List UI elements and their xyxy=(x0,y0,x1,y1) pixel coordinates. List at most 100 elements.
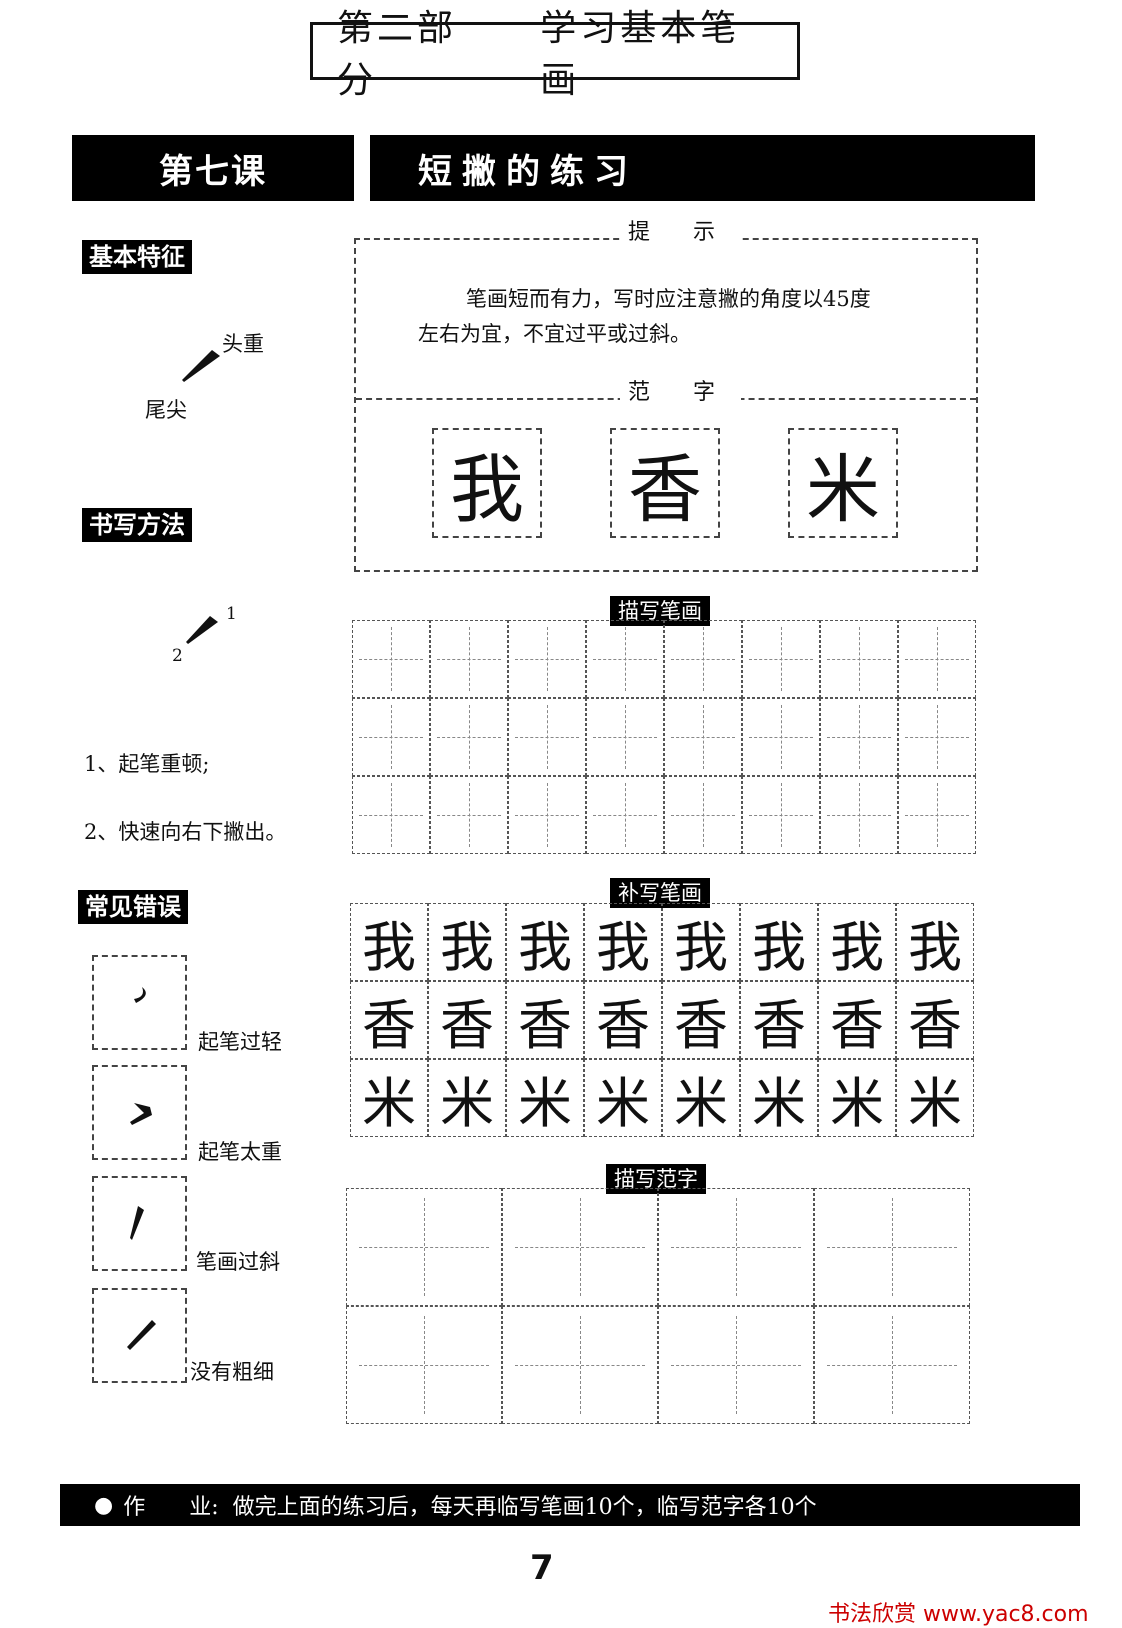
cell-guide-horizontal xyxy=(827,659,891,660)
practice-cell xyxy=(352,620,430,698)
practice-cell: 米 xyxy=(740,1059,818,1137)
practice-char: 米 xyxy=(596,1071,650,1135)
practice-char: 我 xyxy=(908,915,962,979)
practice-cell xyxy=(742,698,820,776)
practice-cell: 香 xyxy=(584,981,662,1059)
sample-label: 范 字 xyxy=(620,374,741,406)
practice-cell xyxy=(346,1188,502,1306)
method-label: 书写方法 xyxy=(82,508,192,542)
error-label-4: 没有粗细 xyxy=(190,1360,274,1384)
practice-cell: 我 xyxy=(350,903,428,981)
step-number-2: 2 xyxy=(172,646,183,666)
cell-guide-horizontal xyxy=(593,737,657,738)
homework-text: 做完上面的练习后，每天再临写笔画10个，临写范字各10个 xyxy=(232,1495,817,1520)
practice-char: 香 xyxy=(596,993,650,1057)
stroke-order-diagram xyxy=(186,616,218,644)
practice-cell: 香 xyxy=(350,981,428,1059)
step-1-text: 1、起笔重顿; xyxy=(84,752,210,776)
practice-cell xyxy=(814,1306,970,1424)
homework-bullet: ● xyxy=(94,1492,114,1518)
practice-cell: 香 xyxy=(506,981,584,1059)
cell-guide-horizontal xyxy=(749,737,813,738)
cell-guide-horizontal xyxy=(515,737,579,738)
practice-char: 我 xyxy=(752,915,806,979)
practice-cell xyxy=(664,776,742,854)
practice-cell xyxy=(742,620,820,698)
practice-cell: 我 xyxy=(818,903,896,981)
practice-cell: 米 xyxy=(584,1059,662,1137)
practice-char: 米 xyxy=(674,1071,728,1135)
practice-cell: 米 xyxy=(350,1059,428,1137)
cell-guide-horizontal xyxy=(515,1247,645,1248)
cell-guide-horizontal xyxy=(827,1365,957,1366)
cell-guide-horizontal xyxy=(437,659,501,660)
error-box-2 xyxy=(92,1065,187,1160)
cell-guide-horizontal xyxy=(749,815,813,816)
cell-guide-horizontal xyxy=(671,1365,801,1366)
cell-guide-horizontal xyxy=(593,815,657,816)
practice-cell xyxy=(658,1188,814,1306)
practice-cell: 米 xyxy=(818,1059,896,1137)
practice-cell xyxy=(502,1188,658,1306)
cell-guide-horizontal xyxy=(359,659,423,660)
practice-cell xyxy=(352,698,430,776)
practice-char: 我 xyxy=(362,915,416,979)
cell-guide-horizontal xyxy=(905,659,969,660)
practice-cell xyxy=(820,698,898,776)
practice-char: 米 xyxy=(440,1071,494,1135)
cell-guide-horizontal xyxy=(359,815,423,816)
practice-cell xyxy=(508,698,586,776)
step-number-1: 1 xyxy=(226,604,237,624)
cell-guide-horizontal xyxy=(905,815,969,816)
practice-cell: 我 xyxy=(662,903,740,981)
cell-guide-horizontal xyxy=(515,659,579,660)
cell-guide-horizontal xyxy=(671,815,735,816)
error-box-1 xyxy=(92,955,187,1050)
short-pie-stroke-diagram xyxy=(182,350,220,382)
lesson-topic: 短撇的练习 xyxy=(370,135,1035,201)
tip-label: 提 示 xyxy=(620,214,741,246)
practice-cell: 我 xyxy=(428,903,506,981)
practice-cell: 香 xyxy=(896,981,974,1059)
practice-char: 米 xyxy=(752,1071,806,1135)
cell-guide-horizontal xyxy=(515,1365,645,1366)
sample-char-3: 米 xyxy=(788,428,898,538)
tip-text-line-2: 左右为宜，不宜过平或过斜。 xyxy=(418,322,691,346)
practice-char: 我 xyxy=(518,915,572,979)
cell-guide-horizontal xyxy=(359,1365,489,1366)
practice-char: 香 xyxy=(830,993,884,1057)
practice-cell xyxy=(820,776,898,854)
practice-cell xyxy=(898,698,976,776)
practice-char: 香 xyxy=(518,993,572,1057)
practice-char: 米 xyxy=(908,1071,962,1135)
practice-cell xyxy=(430,698,508,776)
errors-label: 常见错误 xyxy=(78,890,188,924)
cell-guide-horizontal xyxy=(827,737,891,738)
error-label-2: 起笔太重 xyxy=(198,1140,282,1164)
cell-guide-horizontal xyxy=(437,815,501,816)
practice-char: 香 xyxy=(752,993,806,1057)
practice-cell: 我 xyxy=(896,903,974,981)
practice-char: 米 xyxy=(362,1071,416,1135)
practice-cell xyxy=(586,620,664,698)
practice-cell: 香 xyxy=(662,981,740,1059)
trace-char-label: 描写范字 xyxy=(606,1164,706,1194)
sample-char-1: 我 xyxy=(432,428,542,538)
practice-cell xyxy=(508,620,586,698)
watermark: 书法欣赏 www.yac8.com xyxy=(828,1602,1089,1627)
cell-guide-horizontal xyxy=(905,737,969,738)
sample-char-2: 香 xyxy=(610,428,720,538)
error-box-3 xyxy=(92,1176,187,1271)
part-number: 第二部分 xyxy=(337,8,458,101)
practice-cell xyxy=(820,620,898,698)
practice-cell: 米 xyxy=(506,1059,584,1137)
tip-text-line-1: 笔画短而有力，写时应注意撇的角度以45度 xyxy=(466,287,871,311)
features-label: 基本特征 xyxy=(82,240,192,274)
practice-cell xyxy=(586,776,664,854)
practice-cell xyxy=(898,620,976,698)
practice-cell: 我 xyxy=(740,903,818,981)
error-box-4 xyxy=(92,1288,187,1383)
homework-label: 作 业: xyxy=(123,1495,219,1520)
head-label: 头重 xyxy=(222,332,264,356)
error-label-1: 起笔过轻 xyxy=(198,1030,282,1054)
